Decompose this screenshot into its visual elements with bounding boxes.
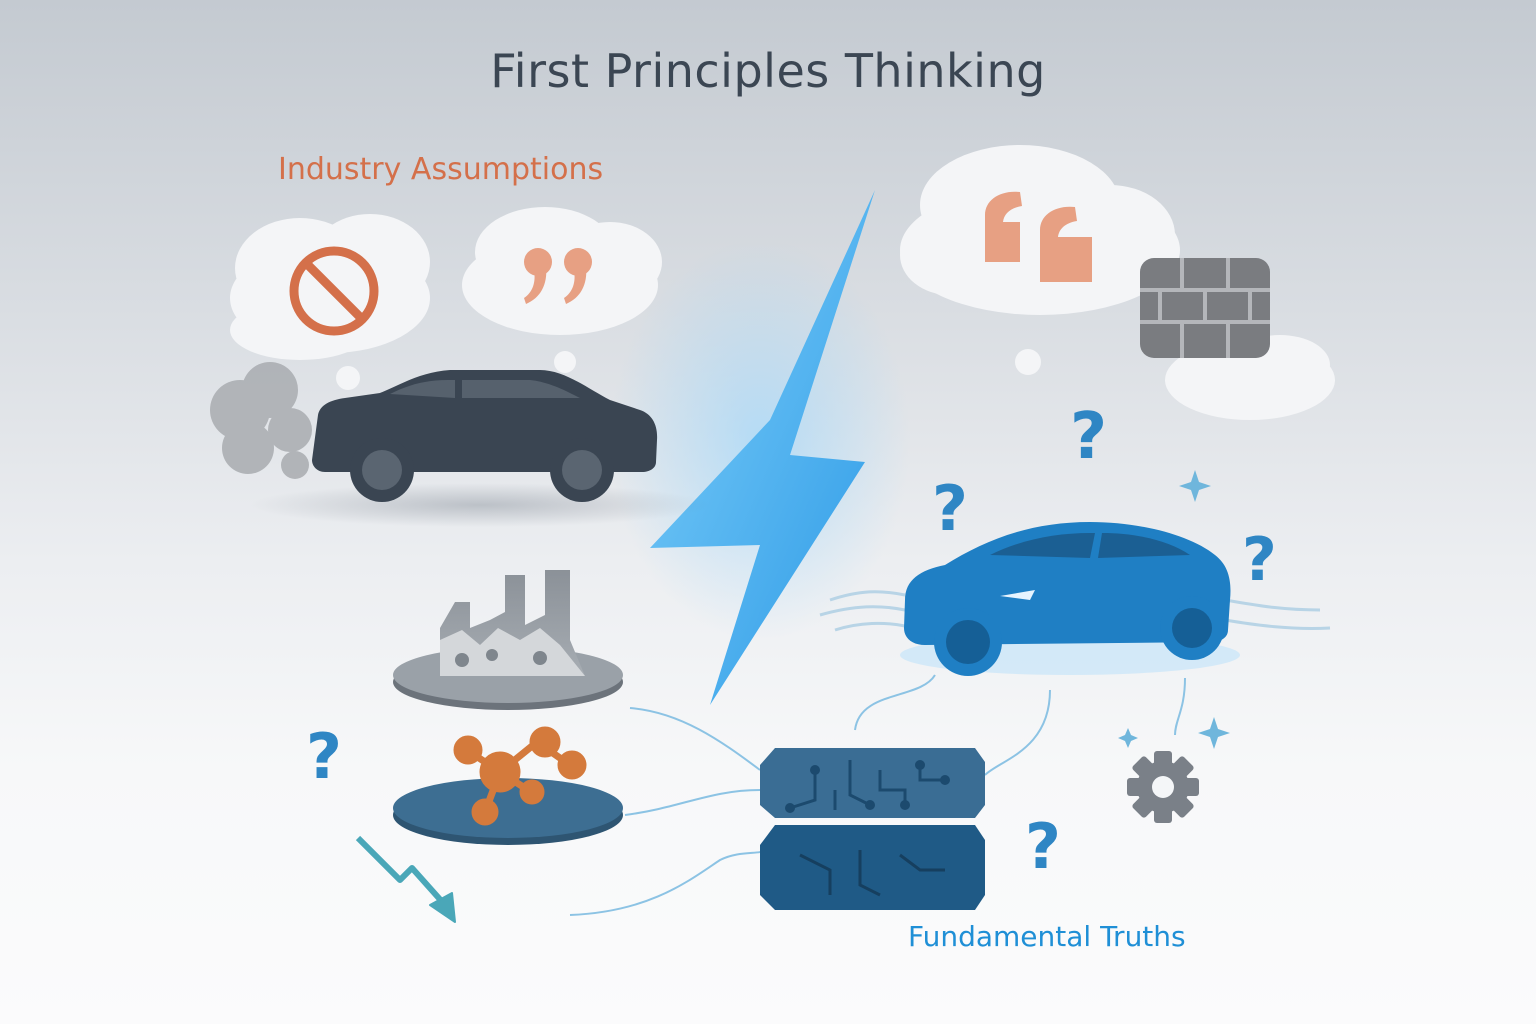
question-mark-icon: ?	[306, 720, 342, 793]
factory-icon	[393, 570, 623, 710]
gear-icon	[1127, 751, 1199, 823]
prohibited-icon	[289, 246, 379, 336]
chip-stack-icon	[760, 748, 985, 910]
question-mark-icon: ?	[1025, 810, 1061, 883]
molecule-icon	[393, 726, 623, 845]
motion-lines	[819, 590, 1331, 632]
question-mark-icon: ?	[1242, 525, 1277, 595]
industry-assumptions-label: Industry Assumptions	[278, 152, 604, 187]
closing-quote-icon	[524, 248, 592, 304]
diagram-title: First Principles Thinking	[490, 44, 1046, 98]
fundamental-truths-label: Fundamental Truths	[908, 920, 1186, 953]
legacy-car-icon	[250, 370, 710, 527]
exhaust-smoke	[210, 362, 312, 479]
electric-car-icon	[900, 522, 1240, 676]
lightning-bolt-icon	[610, 190, 910, 705]
opening-quote-icon	[985, 191, 1092, 282]
brick-wall-icon	[1140, 258, 1270, 358]
connection-lines	[569, 674, 1186, 916]
question-mark-icon: ?	[1070, 400, 1107, 474]
downward-arrow-icon	[355, 835, 456, 923]
question-mark-icons: ? ? ? ? ?	[306, 400, 1277, 883]
sparkle-icon	[1118, 470, 1230, 749]
question-mark-icon: ?	[932, 472, 968, 545]
thought-cloud-prohibited	[230, 214, 430, 390]
